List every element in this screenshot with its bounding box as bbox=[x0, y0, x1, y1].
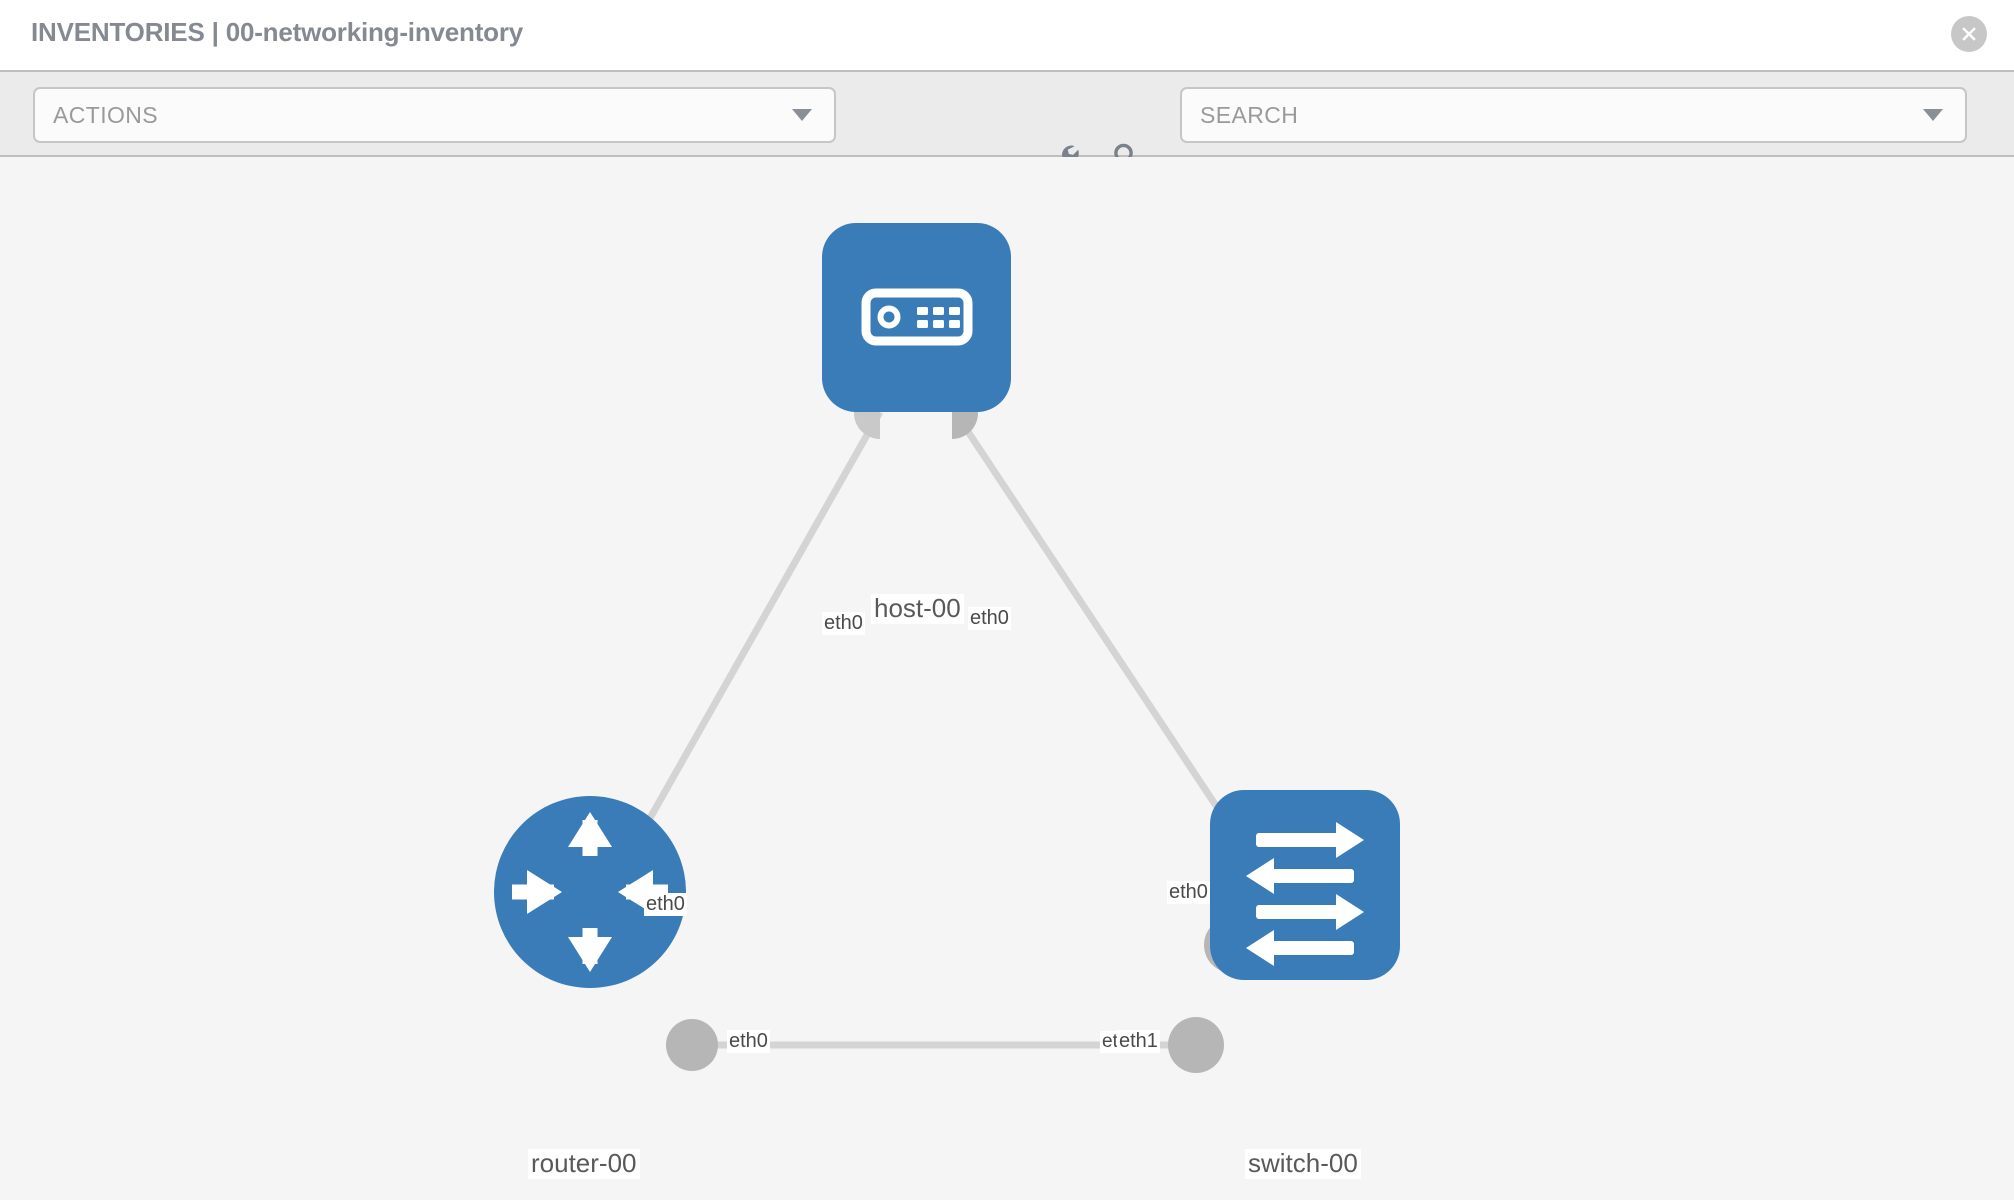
page-header: INVENTORIES | 00-networking-inventory bbox=[0, 0, 2014, 70]
search-input[interactable]: SEARCH bbox=[1180, 87, 1967, 143]
node-label-router-00: router-00 bbox=[528, 1148, 640, 1179]
node-router-00[interactable] bbox=[494, 796, 686, 988]
actions-dropdown[interactable]: ACTIONS bbox=[33, 87, 836, 143]
chevron-down-icon bbox=[1923, 109, 1943, 121]
edge-host-switch bbox=[952, 410, 1253, 859]
chevron-down-icon bbox=[792, 109, 812, 121]
edge-label-router-right-eth0: eth0 bbox=[727, 1030, 770, 1053]
node-label-host-00: host-00 bbox=[871, 593, 964, 624]
node-label-switch-00: switch-00 bbox=[1245, 1148, 1361, 1179]
search-placeholder-label: SEARCH bbox=[1200, 101, 1299, 128]
node-host-00[interactable] bbox=[822, 223, 1011, 412]
edge-label-router-up-eth0: eth0 bbox=[644, 893, 687, 916]
page-title: INVENTORIES | 00-networking-inventory bbox=[31, 17, 524, 47]
server-icon bbox=[861, 288, 973, 346]
toolbar: ACTIONS SEARCH bbox=[0, 70, 2014, 173]
topology-canvas[interactable]: host-00 router-00 switch-00 eth0 eth0 et… bbox=[0, 157, 2014, 1200]
topology-graph bbox=[494, 223, 1400, 1073]
edge-label-host-left-eth0: eth0 bbox=[822, 612, 865, 635]
node-switch-00[interactable] bbox=[1210, 790, 1400, 980]
connector-router-right bbox=[666, 1019, 718, 1071]
edge-host-router bbox=[624, 410, 884, 859]
edge-label-switch-up-eth0: eth0 bbox=[1167, 881, 1210, 904]
switch-arrows-icon bbox=[1246, 822, 1364, 966]
connector-switch-left bbox=[1168, 1017, 1224, 1073]
close-icon[interactable] bbox=[1951, 16, 1987, 52]
edge-label-switch-left-eth1: eth1 bbox=[1117, 1030, 1160, 1053]
actions-dropdown-label: ACTIONS bbox=[53, 101, 159, 128]
edge-label-host-right-eth0: eth0 bbox=[968, 607, 1011, 630]
